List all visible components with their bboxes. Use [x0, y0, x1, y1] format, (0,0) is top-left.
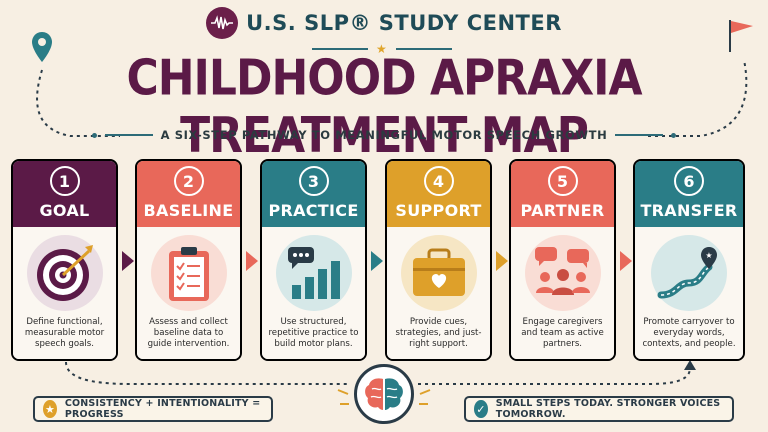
step-card-support: 4 SUPPORT Provide cues, strategies, and …	[385, 159, 492, 361]
page-subtitle: A SIX-STEP PATHWAY TO MEANINGFUL MOTOR S…	[160, 128, 608, 142]
step-body: Define functional, measurable motor spee…	[13, 227, 116, 359]
step-description: Engage caregivers and team as active par…	[521, 317, 604, 349]
step-body: Engage caregivers and team as active par…	[511, 227, 614, 359]
step-title: SUPPORT	[395, 201, 482, 220]
footer-banner-left: ★ CONSISTENCY + INTENTIONALITY = PROGRES…	[33, 396, 273, 422]
step-header: 4 SUPPORT	[387, 161, 490, 227]
banner-text: CONSISTENCY + INTENTIONALITY = PROGRESS	[64, 398, 261, 420]
step-body: Provide cues, strategies, and just-right…	[387, 227, 490, 359]
star-icon: ★	[376, 42, 387, 56]
subtitle-dot	[671, 132, 677, 138]
step-title: GOAL	[39, 201, 90, 220]
step-header: 5 PARTNER	[511, 161, 614, 227]
clipboard-checklist-icon	[150, 235, 227, 311]
step-arrow	[122, 251, 134, 271]
brand-divider-right	[396, 48, 452, 50]
subtitle-dot	[91, 132, 97, 138]
step-title: TRANSFER	[640, 201, 738, 220]
step-arrow	[246, 251, 258, 271]
step-cards: 1 GOAL Define functional, measurable mot…	[11, 159, 757, 361]
step-arrow	[371, 251, 383, 271]
step-body: ★ Promote carryover to everyday words, c…	[635, 227, 743, 359]
location-pin-icon	[32, 32, 52, 62]
step-body: Use structured, repetitive practice to b…	[262, 227, 365, 359]
step-title: BASELINE	[143, 201, 234, 220]
page-title: CHILDHOOD APRAXIA TREATMENT MAP	[126, 49, 642, 165]
step-card-goal: 1 GOAL Define functional, measurable mot…	[11, 159, 118, 361]
team-conversation-icon	[524, 235, 601, 311]
step-title: PARTNER	[520, 201, 605, 220]
step-header: 2 BASELINE	[137, 161, 240, 227]
step-description: Use structured, repetitive practice to b…	[268, 317, 359, 349]
step-card-transfer: 6 TRANSFER ★ Promote carryover to everyd…	[633, 159, 745, 361]
step-number-badge: 6	[674, 166, 704, 196]
step-number-badge: 3	[298, 166, 329, 196]
step-description: Assess and collect baseline data to guid…	[147, 317, 230, 349]
step-card-baseline: 2 BASELINE Assess and collect baseline d…	[135, 159, 242, 361]
brand-header: U.S. SLP® STUDY CENTER	[0, 6, 768, 40]
step-header: 1 GOAL	[13, 161, 116, 227]
step-description: Promote carryover to everyday words, con…	[642, 317, 736, 349]
toolbox-heart-icon	[400, 235, 477, 311]
subtitle-line	[615, 134, 664, 136]
step-description: Define functional, measurable motor spee…	[24, 317, 105, 349]
step-card-partner: 5 PARTNER Engage caregivers and team	[509, 159, 616, 361]
target-icon	[26, 235, 103, 311]
star-badge-icon: ★	[43, 400, 57, 418]
step-description: Provide cues, strategies, and just-right…	[395, 317, 482, 349]
winding-road-pin-icon: ★	[651, 235, 727, 311]
banner-text: SMALL STEPS TODAY. STRONGER VOICES TOMOR…	[495, 398, 721, 420]
flag-icon	[729, 20, 753, 52]
brain-icon	[354, 364, 414, 424]
step-header: 6 TRANSFER	[635, 161, 743, 227]
step-header: 3 PRACTICE	[262, 161, 365, 227]
step-number-badge: 1	[49, 166, 80, 196]
step-number-badge: 4	[423, 166, 454, 196]
step-title: PRACTICE	[268, 201, 359, 220]
brand-divider-left	[312, 48, 368, 50]
subtitle-line	[104, 134, 153, 136]
checkmark-icon: ✓	[474, 400, 488, 418]
step-card-practice: 3 PRACTICE Use structured, repetitive pr…	[260, 159, 367, 361]
footer-banner-right: ✓ SMALL STEPS TODAY. STRONGER VOICES TOM…	[464, 396, 734, 422]
subtitle-row: A SIX-STEP PATHWAY TO MEANINGFUL MOTOR S…	[0, 128, 768, 142]
step-number-badge: 5	[547, 166, 578, 196]
sparkle-lines-icon	[337, 389, 431, 405]
brand-name: U.S. SLP® STUDY CENTER	[246, 11, 562, 35]
step-arrow	[620, 251, 632, 271]
svg-text:★: ★	[705, 251, 712, 260]
brand-waveform-icon	[206, 7, 239, 39]
step-body: Assess and collect baseline data to guid…	[137, 227, 240, 359]
speech-bar-chart-icon	[275, 235, 352, 311]
step-number-badge: 2	[173, 166, 204, 196]
step-arrow	[496, 251, 508, 271]
